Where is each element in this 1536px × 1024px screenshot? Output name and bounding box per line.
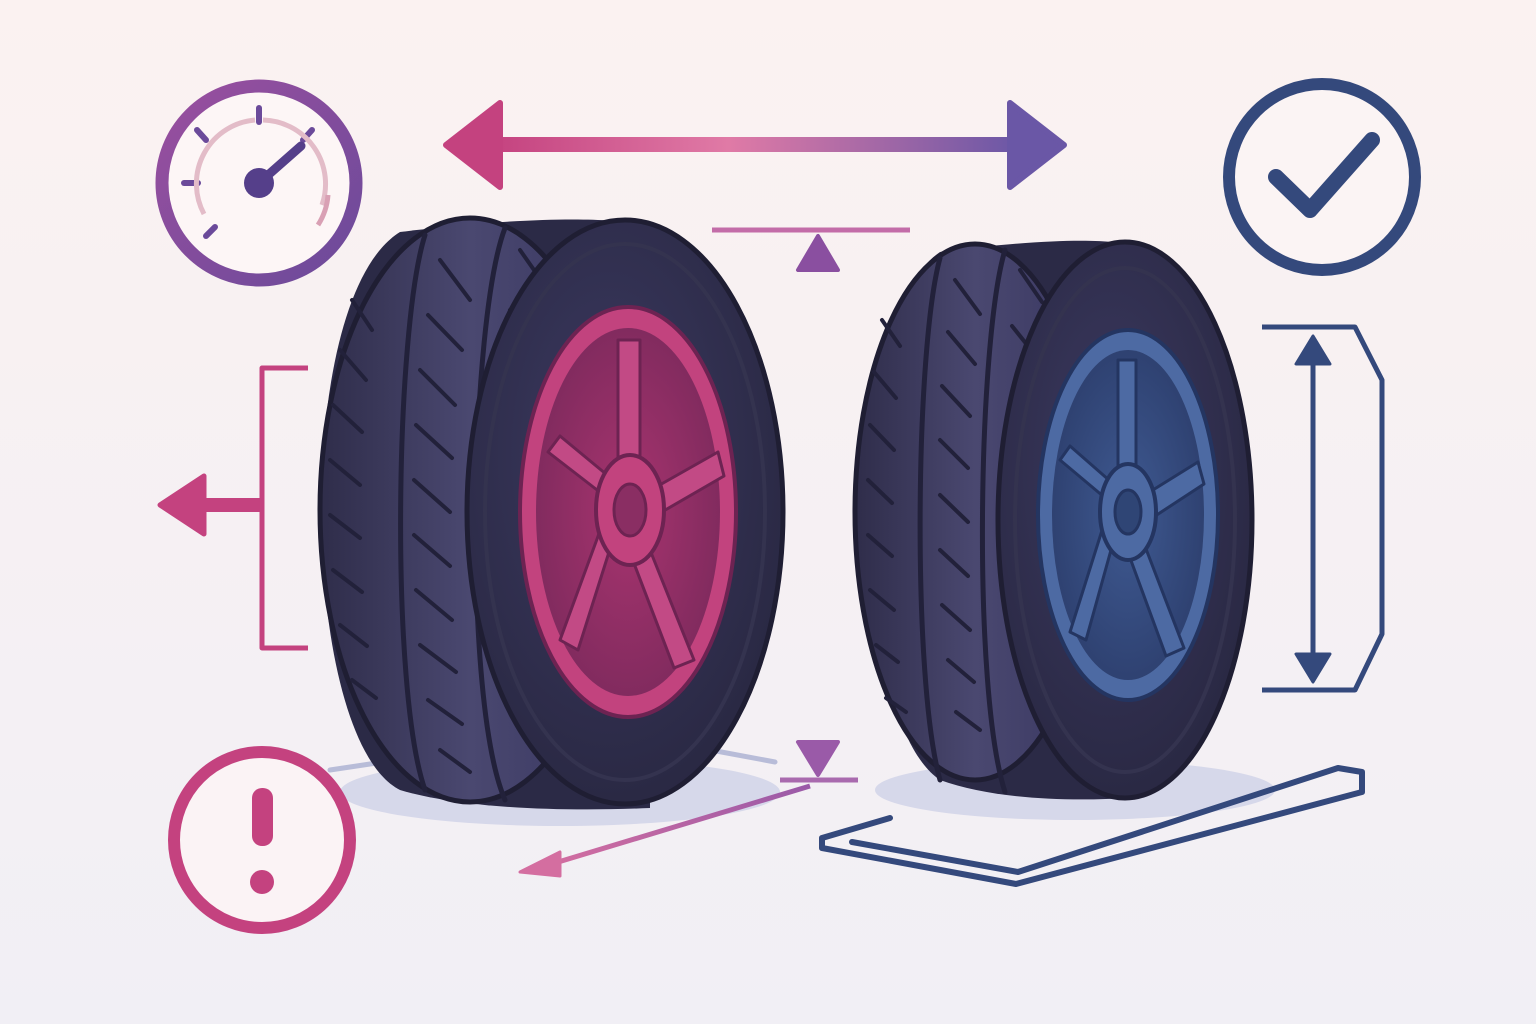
width-double-arrow bbox=[443, 100, 1067, 190]
right-height-bracket bbox=[1262, 324, 1385, 693]
ground-measurement-marker bbox=[819, 765, 1365, 887]
checkmark-icon bbox=[1223, 78, 1421, 276]
tire-large-pink-rim bbox=[317, 215, 786, 810]
left-pointing-arrow bbox=[157, 473, 262, 537]
speedometer-icon bbox=[155, 79, 363, 287]
height-double-arrow bbox=[712, 227, 910, 783]
exclamation-icon bbox=[168, 746, 356, 934]
ground-diagonal-arrow bbox=[518, 783, 811, 878]
tire-small-blue-rim bbox=[852, 239, 1255, 801]
right-vertical-double-arrow bbox=[1294, 334, 1332, 684]
